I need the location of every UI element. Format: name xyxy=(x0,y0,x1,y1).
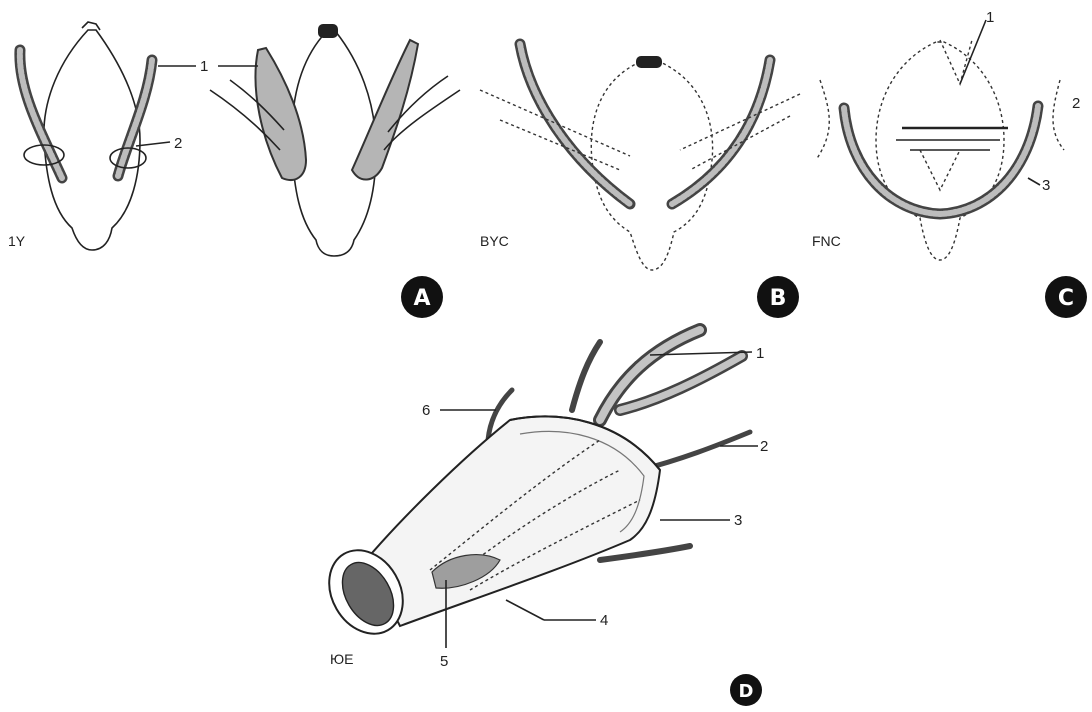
panel-b-duct-right xyxy=(672,60,770,204)
panel-a: 1 2 1Y A xyxy=(8,22,460,318)
panel-a-callout-1: 1 xyxy=(200,58,208,75)
panel-d: 1 2 3 4 5 6 ЮE D xyxy=(315,330,769,706)
panel-c-duct-arc xyxy=(844,106,1038,214)
panel-d-callout-2: 2 xyxy=(760,438,768,455)
panel-d-callout-6: 6 xyxy=(422,402,430,419)
panel-d-corner-label: ЮE xyxy=(330,651,353,667)
panel-c-callout-1: 1 xyxy=(986,9,994,26)
panel-b-corner-label: BYC xyxy=(480,233,509,249)
panel-c-specimen-outline xyxy=(876,42,1004,260)
panel-c-badge-label: C xyxy=(1058,286,1074,311)
panel-d-callout-3: 3 xyxy=(734,512,742,529)
panel-a-corner-label: 1Y xyxy=(8,233,26,249)
panel-b-duct-left xyxy=(520,44,630,204)
panel-b: BYC B xyxy=(480,44,800,318)
panel-a-swollen-duct-left xyxy=(255,48,306,180)
panel-a-specimen-left-tip xyxy=(82,22,100,30)
panel-c-callout-2: 2 xyxy=(1072,95,1080,112)
panel-b-badge-label: B xyxy=(770,286,787,311)
panel-d-callout-4: 4 xyxy=(600,612,608,629)
panel-c-corner-label: FNC xyxy=(812,233,841,249)
panel-a-badge-label: A xyxy=(413,286,430,311)
panel-a-callout-2: 2 xyxy=(174,135,182,152)
panel-b-specimen-tip xyxy=(636,56,662,68)
panel-d-badge-label: D xyxy=(739,681,754,702)
panel-d-callout-1: 1 xyxy=(756,345,764,362)
panel-b-specimen-outline xyxy=(591,62,712,270)
panel-c: 1 2 3 FNC C xyxy=(812,9,1087,318)
panel-c-callout-3: 3 xyxy=(1042,177,1050,194)
panel-a-specimen-right-tip xyxy=(318,24,338,38)
panel-d-tube-body xyxy=(366,417,660,626)
panel-d-callout-5: 5 xyxy=(440,653,448,670)
